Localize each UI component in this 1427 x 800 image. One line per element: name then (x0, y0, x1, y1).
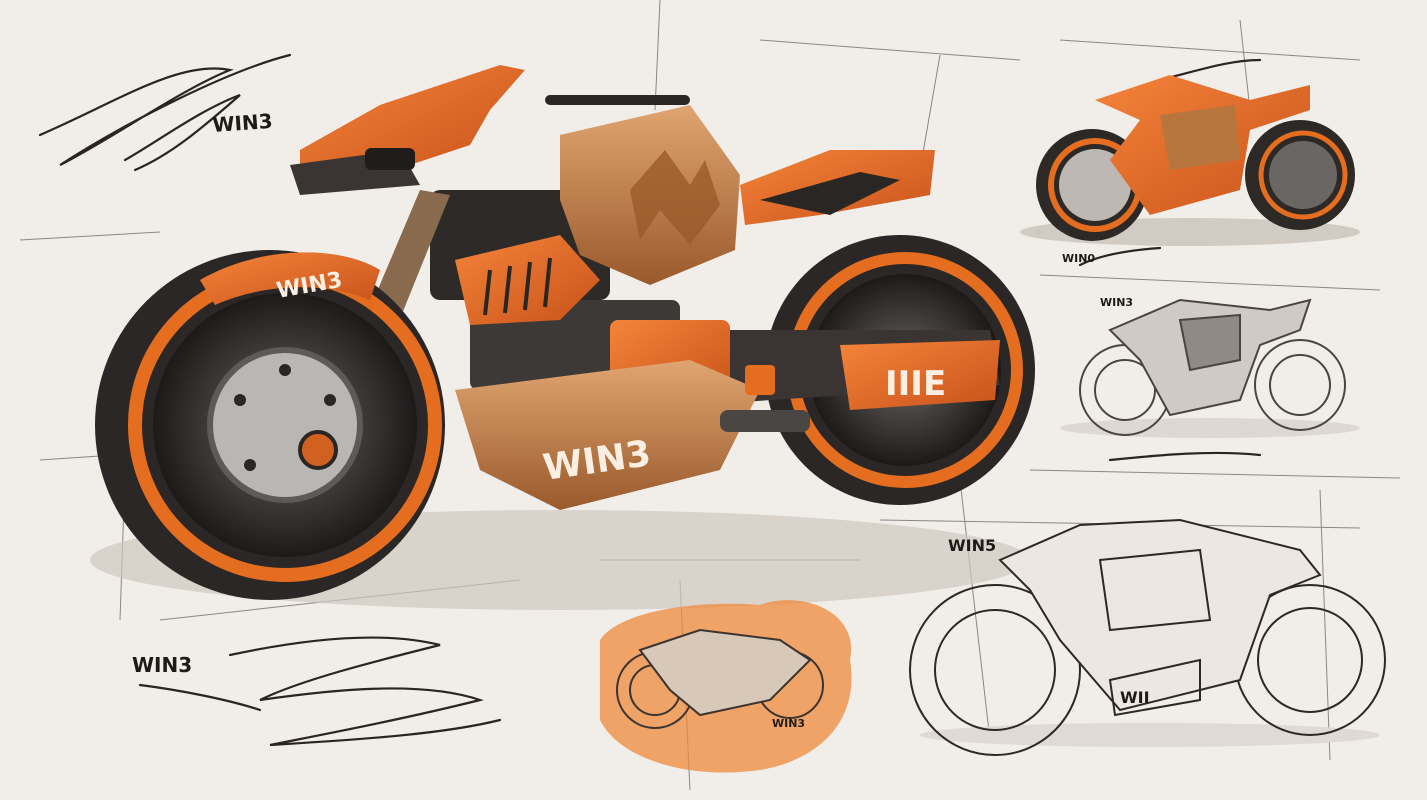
sketch-bottom-center (600, 600, 852, 773)
caption-top-right: WIN0 (1062, 252, 1095, 265)
sketch-top-right (1020, 75, 1360, 246)
front-wheel (95, 250, 445, 600)
label-bottom-left: WIN3 (132, 653, 192, 677)
caption-middle-right: WIN3 (1100, 296, 1133, 309)
decal-bottom-right: WII (1120, 688, 1150, 707)
caption-bottom-center: WIN3 (772, 717, 805, 730)
sketch-middle-right (1060, 298, 1360, 438)
caption-bottom-right: WIN5 (948, 536, 996, 555)
main-motorcycle: IIIE WIN3 (90, 65, 1035, 610)
label-top-left: WIN3 (212, 109, 274, 137)
swingarm-decal: IIIE (885, 364, 946, 404)
sketch-bottom-right (909, 518, 1386, 756)
